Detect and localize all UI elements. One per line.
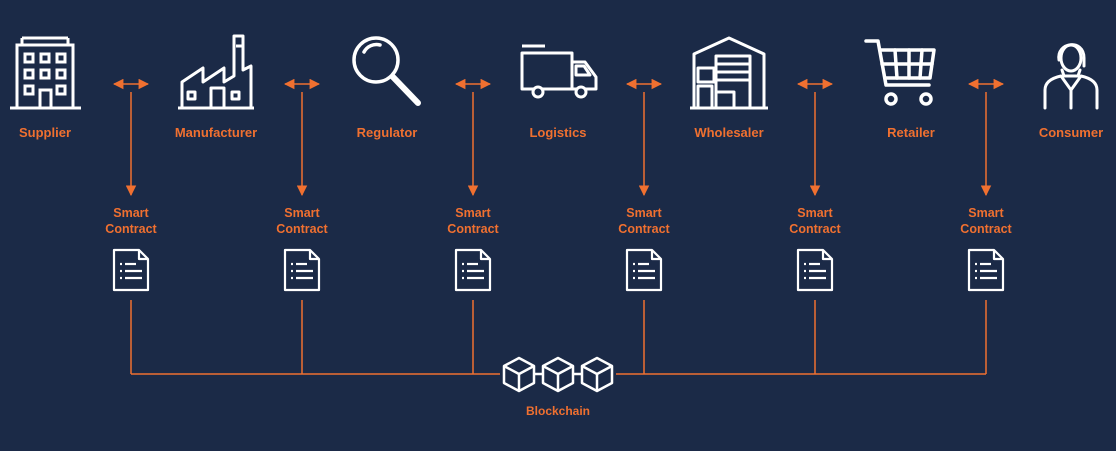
smart-contract-line2: Contract (276, 222, 328, 236)
smart-contract-line1: Smart (455, 206, 491, 220)
smart-contract-line1: Smart (797, 206, 833, 220)
factory-icon (178, 34, 254, 110)
node-label-regulator: Regulator (356, 125, 418, 140)
shopping-cart-icon (864, 39, 936, 106)
office-building-icon (10, 36, 81, 110)
delivery-truck-icon (520, 44, 598, 99)
smart-contract-line2: Contract (960, 222, 1012, 236)
document-icon (625, 248, 663, 292)
smart-contract-line1: Smart (626, 206, 662, 220)
document-icon (283, 248, 321, 292)
person-icon (1043, 43, 1099, 110)
document-icon (454, 248, 492, 292)
smart-contract-line1: Smart (968, 206, 1004, 220)
document-icon (796, 248, 834, 292)
node-label-retailer: Retailer (887, 125, 935, 140)
blockchain-cubes-icon (502, 356, 614, 393)
node-label-wholesaler: Wholesaler (694, 125, 764, 140)
node-label-consumer: Consumer (1038, 125, 1104, 140)
smart-contract-line2: Contract (105, 222, 157, 236)
blockchain-label: Blockchain (525, 404, 591, 418)
node-label-supplier: Supplier (18, 125, 72, 140)
document-icon (112, 248, 150, 292)
blockchain-connectors (130, 300, 987, 375)
node-label-manufacturer: Manufacturer (174, 125, 258, 140)
smart-contract-line2: Contract (447, 222, 499, 236)
smart-contract-line2: Contract (618, 222, 670, 236)
magnifier-icon (352, 36, 421, 106)
smart-contract-line2: Contract (789, 222, 841, 236)
smart-contract-line1: Smart (113, 206, 149, 220)
warehouse-icon (690, 36, 768, 110)
smart-contract-line1: Smart (284, 206, 320, 220)
contract-arrows (125, 92, 992, 197)
document-icon (967, 248, 1005, 292)
node-label-logistics: Logistics (529, 125, 587, 140)
